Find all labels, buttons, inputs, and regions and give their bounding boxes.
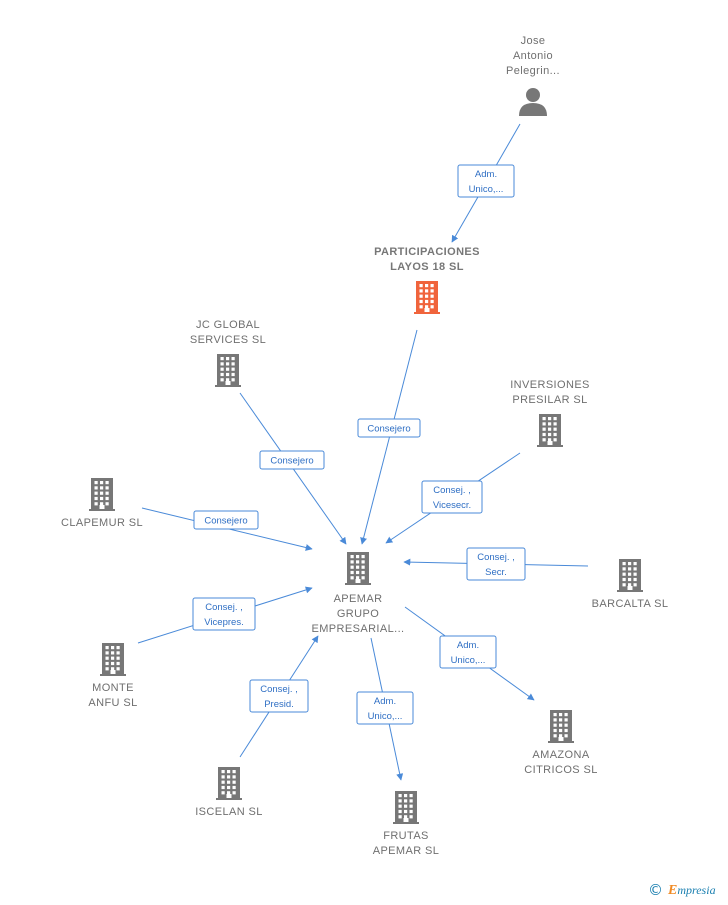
node-label: GRUPO xyxy=(337,608,379,620)
node-label: Jose xyxy=(521,35,546,47)
node-label: EMPRESARIAL... xyxy=(311,623,404,635)
edge-label-text: Consej. , xyxy=(205,602,243,613)
building-icon xyxy=(89,478,115,511)
edge-label-box[interactable]: Consej. , Vicesecr. xyxy=(421,480,483,514)
edge-label-text: Consej. , xyxy=(433,485,471,496)
edge-barcalta-apemar: Consej. , Secr. xyxy=(403,547,589,581)
node-jose[interactable]: JoseAntonioPelegrin... xyxy=(506,35,560,116)
node-label: Antonio xyxy=(513,50,553,62)
edge-label-box[interactable]: Adm. Unico,... xyxy=(439,635,497,669)
edge-jose-participaciones: Adm. Unico,... xyxy=(451,123,521,243)
node-label: FRUTAS xyxy=(383,830,429,842)
edge-apemar-amazona: Adm. Unico,... xyxy=(404,606,535,701)
node-label: ANFU SL xyxy=(88,697,137,709)
building-icon xyxy=(617,559,643,592)
building-icon xyxy=(393,791,419,824)
edge-label-box[interactable]: Consej. , Secr. xyxy=(466,547,526,581)
edge-label-text: Consejero xyxy=(204,516,247,527)
edge-clapemur-apemar: Consejero xyxy=(141,507,313,551)
edge-label-text: Adm. xyxy=(374,696,396,707)
edge-label-box[interactable]: Consej. , Vicepres. xyxy=(192,597,256,631)
node-participaciones[interactable]: PARTICIPACIONES LAYOS 18 SL xyxy=(374,246,480,314)
edge-label-text: Unico,... xyxy=(469,184,504,195)
node-jcglobal[interactable]: JC GLOBAL SERVICES SL xyxy=(190,319,266,387)
node-label: ISCELAN SL xyxy=(195,806,263,818)
edge-participaciones-apemar: Consejero xyxy=(357,329,421,545)
node-amazona[interactable]: AMAZONA CITRICOS SL xyxy=(524,710,597,776)
node-label: PRESILAR SL xyxy=(512,394,587,406)
edge-monte-apemar: Consej. , Vicepres. xyxy=(137,586,313,644)
edge-label-text: Unico,... xyxy=(451,655,486,666)
edge-label-box[interactable]: Adm. Unico,... xyxy=(356,691,414,725)
node-barcalta[interactable]: BARCALTA SL xyxy=(592,559,669,610)
edge-iscelan-apemar: Consej. , Presid. xyxy=(239,635,319,758)
edge-apemar-frutas: Adm. Unico,... xyxy=(356,637,414,781)
node-iscelan[interactable]: ISCELAN SL xyxy=(195,767,263,818)
edge-label-text: Presid. xyxy=(264,699,294,710)
edge-jcglobal-apemar: Consejero xyxy=(239,392,347,545)
node-label: LAYOS 18 SL xyxy=(390,261,464,273)
node-clapemur[interactable]: CLAPEMUR SL xyxy=(61,478,143,529)
person-icon xyxy=(519,88,547,116)
copyright-icon: © xyxy=(648,881,663,899)
edge-label-box[interactable]: Consej. , Presid. xyxy=(249,679,309,713)
footer-brand: © Empresia xyxy=(648,881,728,901)
node-label: APEMAR xyxy=(334,593,383,605)
edge-inversiones-apemar: Consej. , Vicesecr. xyxy=(385,452,521,544)
edge-label-box[interactable]: Adm. Unico,... xyxy=(457,164,515,198)
edge-label-text: Consejero xyxy=(367,424,410,435)
building-icon xyxy=(548,710,574,743)
edge-label-text: Vicesecr. xyxy=(433,500,471,511)
building-icon xyxy=(100,643,126,676)
node-label: APEMAR SL xyxy=(373,845,440,857)
edge-label-box[interactable]: Consejero xyxy=(193,510,259,530)
edge-label-text: Consej. , xyxy=(477,552,515,563)
edge-label-text: Consej. , xyxy=(260,684,298,695)
edge-label-text: Unico,... xyxy=(368,711,403,722)
node-label: MONTE xyxy=(92,682,134,694)
node-label: PARTICIPACIONES xyxy=(374,246,480,258)
node-apemar[interactable]: APEMAR GRUPO EMPRESARIAL... xyxy=(311,552,404,635)
node-label: Pelegrin... xyxy=(506,65,560,77)
node-label: BARCALTA SL xyxy=(592,598,669,610)
building-icon xyxy=(216,767,242,800)
edge-label-text: Vicepres. xyxy=(204,617,243,628)
edge-label-text: Adm. xyxy=(475,169,497,180)
node-label: CLAPEMUR SL xyxy=(61,517,143,529)
edge-label-box[interactable]: Consejero xyxy=(357,418,421,438)
node-label: INVERSIONES xyxy=(510,379,590,391)
edge-label-text: Consejero xyxy=(270,456,313,467)
node-inversiones[interactable]: INVERSIONES PRESILAR SL xyxy=(510,379,590,447)
edge-label-box[interactable]: Consejero xyxy=(259,450,325,470)
edge-label-text: Adm. xyxy=(457,640,479,651)
node-label: SERVICES SL xyxy=(190,334,266,346)
node-label: JC GLOBAL xyxy=(196,319,260,331)
building-icon xyxy=(215,354,241,387)
node-label: CITRICOS SL xyxy=(524,764,597,776)
building-icon xyxy=(537,414,563,447)
node-frutas[interactable]: FRUTAS APEMAR SL xyxy=(373,791,440,857)
node-label: AMAZONA xyxy=(532,749,589,761)
building-icon xyxy=(414,281,440,314)
building-icon xyxy=(345,552,371,585)
node-monte[interactable]: MONTE ANFU SL xyxy=(88,643,137,709)
edge-label-text: Secr. xyxy=(485,567,507,578)
brand-logo: Empresia xyxy=(668,883,716,898)
